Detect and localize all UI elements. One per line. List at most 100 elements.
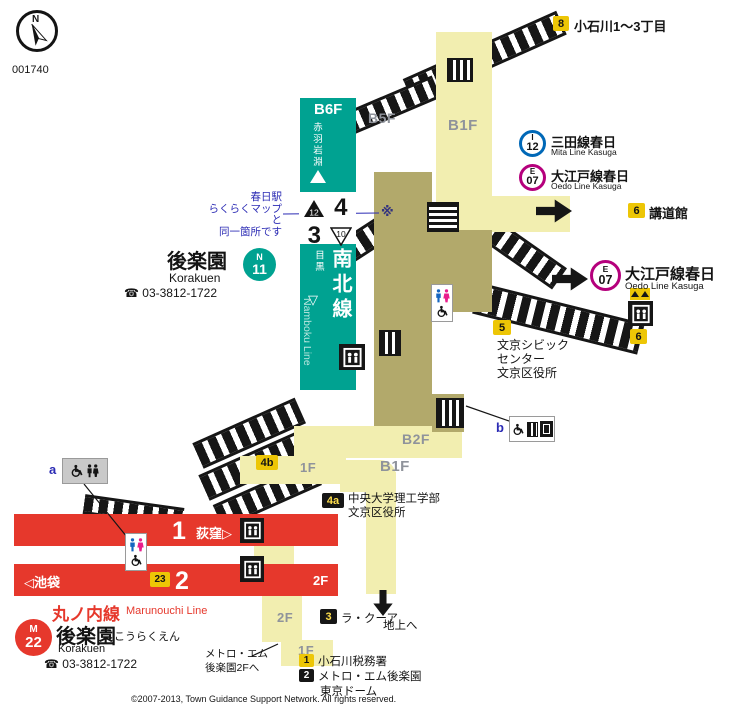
map-code: 001740 [12, 64, 49, 76]
marunouchi-roundel-number: 22 [25, 634, 42, 651]
namboku-platform-3: 3 [307, 222, 321, 249]
car-position-badge: 23 [150, 572, 170, 587]
exit-6-ev-badge: 6 [630, 329, 647, 344]
oedo-upper-subtitle: Oedo Line Kasuga [551, 181, 622, 191]
floor-label-b5f: B5F [368, 110, 396, 126]
namboku-roundel-letter: N [256, 252, 263, 262]
elevator-icon-exit6 [628, 301, 653, 326]
exit-4a-line2: 文京区役所 [348, 507, 406, 519]
toilet-icon-marunouchi [125, 533, 147, 571]
stairs-band-b6f-to-b5f [343, 75, 442, 136]
marunouchi-line-name-en: Marunouchi Line [126, 605, 208, 617]
down-triangle-icon: ▽ [308, 292, 318, 307]
exit-6-kodokan-badge: 6 [628, 203, 645, 218]
marunouchi-station-tel: ☎ 03-3812-1722 [44, 657, 138, 671]
floor-label-b1f-mid: B1F [380, 458, 410, 475]
exit-5-line3: 文京区役所 [497, 366, 558, 380]
tokyo-dome-label: 東京ドーム [320, 686, 378, 698]
exit-4a-label: 中央大学理工学部 文京区役所 [348, 492, 440, 520]
exit-5-line2: センター [497, 352, 546, 366]
kasuga-note-line2: らくらくマップと [208, 202, 283, 226]
exit-1-badge: 1 [299, 654, 314, 667]
svg-text:10: 10 [336, 229, 346, 239]
marunouchi-line-name: 丸ノ内線 [52, 605, 120, 624]
women-icon [442, 288, 450, 302]
up-triangle-icon [310, 170, 326, 183]
marker-b-facilities [509, 416, 555, 442]
namboku-station-name-en: Korakuen [169, 271, 221, 285]
exit-1-label: 小石川税務署 [318, 656, 387, 668]
namboku-station-name: 後楽園 [167, 251, 227, 273]
marker-a-label: a [49, 462, 57, 477]
elevator-mini-icon [539, 421, 553, 437]
namboku-dest-up: 赤羽岩淵 [311, 122, 322, 168]
marker-b-label: b [496, 420, 504, 435]
floor-label-2f-platform: 2F [313, 573, 329, 588]
wheelchair-icon [71, 464, 83, 477]
svg-text:12: 12 [310, 207, 320, 217]
kasuga-note-line3: 同一箇所です [219, 225, 282, 238]
oedo-lower-letter: E [602, 264, 609, 274]
stairs-icon-khaki-mid [379, 330, 401, 356]
women-icon [136, 537, 144, 551]
exit-4a-badge: 4a [322, 493, 344, 508]
wheelchair-icon [130, 554, 142, 566]
floor-label-1f-mid: 1F [300, 460, 317, 475]
marunouchi-station-kana: こうらくえん [114, 631, 180, 643]
mita-transfer-subtitle: Mita Line Kasuga [551, 147, 617, 157]
marunouchi-station-name: 後楽園 [56, 626, 116, 648]
floor-label-2f-block: 2F [277, 610, 294, 625]
namboku-platform-4: 4 [334, 194, 348, 221]
corridor-vertical-khaki [374, 172, 432, 432]
metro-m-note: メトロ・エム 後楽園2Fへ [205, 648, 268, 675]
elevator-icon-namboku [339, 344, 365, 370]
reference-mark: ※ [381, 204, 394, 219]
exit-4b-badge: 4b [256, 455, 278, 470]
exit-8-label: 小石川1〜3丁目 [574, 19, 667, 34]
namboku-platform-bar [300, 98, 356, 390]
mita-roundel-number: 12 [526, 141, 539, 153]
men-icon [129, 537, 135, 551]
car-position-up-icon: 12 [304, 199, 325, 217]
kasuga-note: 春日駅 らくらくマップと 同一箇所です [200, 191, 283, 238]
metro-m-note-line2: 後楽園2Fへ [205, 661, 260, 674]
oedo-lower-subtitle: Oedo Line Kasuga [625, 281, 704, 292]
elevator-icon-platform2 [240, 556, 264, 582]
exit-8-badge: 8 [553, 16, 569, 31]
toilet-persons-icon [87, 463, 99, 477]
oedo-lower-number: 07 [598, 272, 613, 287]
oedo-upper-letter: E [529, 167, 536, 176]
marunouchi-platform-2-bar [14, 564, 338, 596]
namboku-station-tel: ☎ 03-3812-1722 [124, 286, 218, 300]
oedo-lower-roundel: E 07 [590, 260, 621, 291]
marunouchi-station-name-en: Korakuen [58, 643, 106, 655]
elevator-icon-platform1 [240, 518, 264, 543]
corridor-connector-2f [254, 546, 294, 564]
direction-ogikubo: 荻窪▷ [196, 526, 232, 541]
steps-icon-khaki-junction [427, 202, 459, 232]
compass: N [16, 10, 58, 52]
car-position-down-icon: 10 [329, 226, 352, 246]
exit-2-label: メトロ・エム後楽園 [318, 671, 422, 683]
namboku-dest-down: 目黒 [313, 250, 324, 273]
exit-6-kodokan-label: 講道館 [649, 206, 689, 221]
compass-n-label: N [32, 14, 40, 25]
mita-transfer-title: 三田線春日 [551, 135, 617, 150]
mita-line-roundel: I 12 [519, 130, 546, 157]
oedo-upper-title: 大江戸線春日 [551, 169, 630, 184]
exit-2-badge: 2 [299, 669, 314, 682]
exit-4a-line1: 中央大学理工学部 [348, 493, 440, 505]
namboku-line-name-en: Namboku Line [301, 298, 313, 366]
block-2f [262, 596, 302, 642]
namboku-roundel-number: 11 [252, 261, 267, 277]
toilet-icon-b1f [431, 284, 453, 322]
marunouchi-platform-1: 1 [172, 517, 186, 545]
marker-a-facilities [62, 458, 108, 484]
exit-5-badge: 5 [493, 320, 511, 335]
to-ground-label: 地上へ [383, 620, 418, 632]
stairs-mini-icon [526, 421, 538, 437]
stairs-icon-khaki-lower [436, 398, 464, 428]
exit-3-badge: 3 [320, 609, 337, 624]
exit-5-label: 文京シビック センター 文京区役所 [497, 338, 569, 380]
